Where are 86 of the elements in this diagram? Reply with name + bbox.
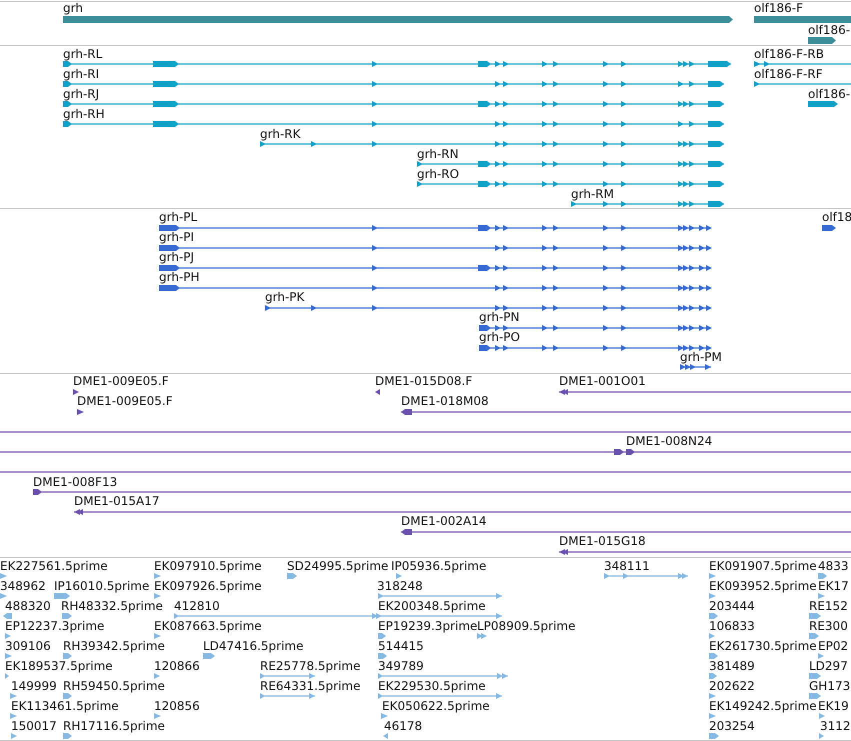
- feature-label: LP08909.5prime: [477, 619, 576, 633]
- feature-label: grh-RH: [63, 107, 105, 121]
- feature-label: 514415: [378, 639, 424, 653]
- feature-label: grh: [63, 1, 83, 15]
- feature-label: 381489: [709, 659, 755, 673]
- feature-label: grh-PI: [159, 230, 194, 244]
- feature-label: DME1-002A14: [401, 514, 487, 528]
- feature-label: EK261730.5prime: [709, 639, 817, 653]
- feature-label: RH17116.5prime: [63, 719, 165, 733]
- feature-label: EP19239.3prime: [378, 619, 478, 633]
- feature-label: 106833: [709, 619, 755, 633]
- feature-label: EK189537.5prime: [5, 659, 113, 673]
- feature-label: EK200348.5prime: [378, 599, 486, 613]
- feature-label: grh-PH: [159, 270, 200, 284]
- feature-label: 488320: [5, 599, 51, 613]
- feature-label: grh-PL: [159, 210, 198, 224]
- feature-label: GH173: [809, 679, 850, 693]
- feature-label: grh-RK: [260, 127, 300, 141]
- feature-label: IP05936.5prime: [391, 559, 486, 573]
- feature-label: olf186-: [808, 23, 850, 37]
- feature-label: 120856: [154, 699, 200, 713]
- feature-label: olf18: [822, 210, 851, 224]
- feature-label: 149999: [11, 679, 57, 693]
- feature-label: 203254: [709, 719, 755, 733]
- feature-label: 348962: [0, 579, 46, 593]
- feature-label: 150017: [11, 719, 57, 733]
- feature-label: EK097926.5prime: [154, 579, 262, 593]
- feature-label: EK229530.5prime: [378, 679, 486, 693]
- feature-label: 412810: [174, 599, 220, 613]
- feature-label: DME1-018M08: [401, 394, 489, 408]
- feature-label: EK113461.5prime: [11, 699, 119, 713]
- feature-label: EK227561.5prime: [0, 559, 108, 573]
- feature-label: RE64331.5prime: [260, 679, 360, 693]
- feature-label: 3112: [820, 719, 851, 733]
- feature-label: olf186-F-RB: [754, 47, 824, 61]
- feature-label: EK097910.5prime: [154, 559, 262, 573]
- feature-label: olf186-F: [754, 1, 804, 15]
- feature-label: grh-RN: [417, 147, 459, 161]
- feature-label: RE152: [809, 599, 848, 613]
- feature-label: 46178: [384, 719, 422, 733]
- feature-label: LD47416.5prime: [203, 639, 304, 653]
- feature-label: DME1-015G18: [559, 534, 646, 548]
- feature-label: grh-PK: [265, 290, 304, 304]
- feature-label: RE25778.5prime: [260, 659, 360, 673]
- feature-label: 202622: [709, 679, 755, 693]
- feature-label: EP12237.3prime: [5, 619, 104, 633]
- feature-label: olf186-F-RF: [754, 67, 823, 81]
- feature-label: DME1-001O01: [559, 374, 646, 388]
- feature-label: grh-RO: [417, 167, 460, 181]
- feature-label: grh-RL: [63, 47, 102, 61]
- feature-label: RE300: [809, 619, 848, 633]
- feature-label: EK087663.5prime: [154, 619, 262, 633]
- feature-label: DME1-015A17: [74, 494, 160, 508]
- feature-label: DME1-009E05.F: [77, 394, 173, 408]
- feature-label: EK19: [818, 699, 849, 713]
- feature-label: olf186-: [808, 87, 850, 101]
- feature-label: EK050622.5prime: [382, 699, 490, 713]
- feature-label: EK093952.5prime: [709, 579, 817, 593]
- feature-label: 203444: [709, 599, 755, 613]
- feature-label: 120866: [154, 659, 200, 673]
- feature-label: EK149242.5prime: [709, 699, 817, 713]
- feature-label: grh-RJ: [63, 87, 100, 101]
- feature-label: DME1-008N24: [626, 434, 712, 448]
- feature-label: grh-PM: [680, 350, 722, 364]
- feature-label: 309106: [5, 639, 51, 653]
- feature-label: grh-PO: [479, 330, 520, 344]
- feature-label: DME1-009E05.F: [73, 374, 169, 388]
- feature-label: RH48332.5prime: [61, 599, 163, 613]
- feature-label: grh-RM: [571, 187, 614, 201]
- feature-label: RH39342.5prime: [63, 639, 165, 653]
- feature-label: 318248: [377, 579, 423, 593]
- feature-label: EP02: [818, 639, 848, 653]
- feature-label: 348111: [604, 559, 650, 573]
- feature-label: SD24995.5prime: [287, 559, 388, 573]
- feature-label: 4833: [818, 559, 849, 573]
- feature-label: DME1-008F13: [33, 475, 118, 489]
- feature-label: grh-PN: [479, 310, 520, 324]
- feature-label: EK091907.5prime: [709, 559, 817, 573]
- feature-label: RH59450.5prime: [63, 679, 165, 693]
- feature-label: IP16010.5prime: [54, 579, 150, 593]
- feature-label: DME1-015D08.F: [375, 374, 472, 388]
- feature-label: LD297: [809, 659, 848, 673]
- feature-label: grh-RI: [63, 67, 100, 81]
- feature-label: EK17: [818, 579, 849, 593]
- feature-label: 349789: [378, 659, 424, 673]
- feature-label: grh-PJ: [159, 250, 194, 264]
